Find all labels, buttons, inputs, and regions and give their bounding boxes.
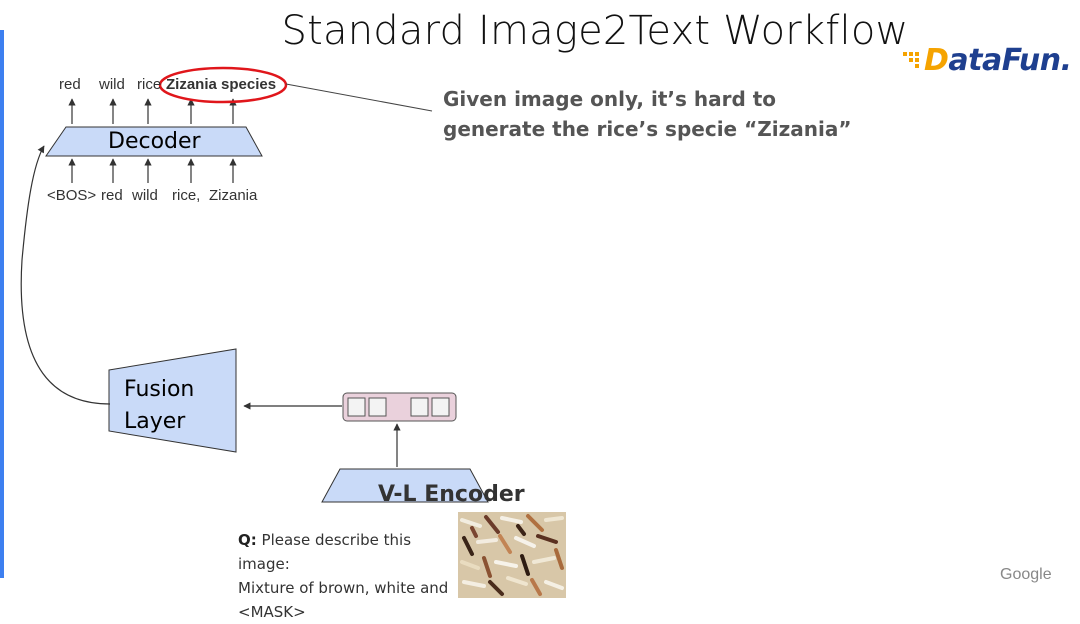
output-token: rice [137, 76, 161, 93]
google-wordmark: Google [1000, 566, 1052, 584]
input-token: red [101, 187, 123, 204]
query-prefix: Q: [238, 531, 257, 549]
fusion-label-line2: Layer [124, 409, 185, 434]
embedding-cell [432, 398, 449, 416]
output-token-highlighted: Zizania species [166, 76, 276, 93]
vl-encoder-label: V-L Encoder [378, 482, 525, 507]
fusion-to-decoder-arrow [21, 146, 110, 404]
callout-text: Given image only, it’s hard to generate … [443, 84, 883, 144]
output-token: wild [99, 76, 125, 93]
input-token: Zizania [209, 187, 257, 204]
rice-image [458, 512, 566, 598]
embedding-cell [348, 398, 365, 416]
embedding-cell [411, 398, 428, 416]
query-line3: <MASK> [238, 600, 460, 624]
query-line1: Please describe this image: [238, 531, 411, 573]
input-token: rice, [172, 187, 200, 204]
embedding-cell [369, 398, 386, 416]
decoder-label: Decoder [108, 129, 201, 154]
input-token: <BOS> [47, 187, 96, 204]
query-text: Q: Please describe this image: Mixture o… [238, 528, 460, 624]
callout-line [286, 84, 432, 111]
fusion-label-line1: Fusion [124, 377, 194, 402]
output-token: red [59, 76, 81, 93]
query-line2: Mixture of brown, white and [238, 576, 460, 600]
input-token: wild [132, 187, 158, 204]
